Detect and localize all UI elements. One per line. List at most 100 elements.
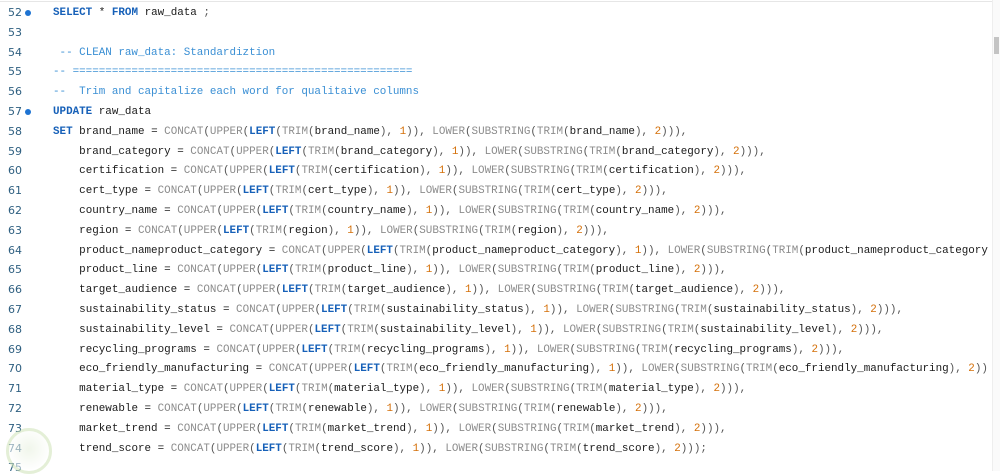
sql-punctuation: ) xyxy=(713,422,721,435)
sql-punctuation: ( xyxy=(216,264,223,277)
code-line: 75 xyxy=(0,458,993,472)
sql-punctuation: , xyxy=(412,264,420,277)
sql-function: TRIM xyxy=(602,284,629,297)
sql-function: TRIM xyxy=(589,145,616,158)
sql-punctuation: ( xyxy=(478,442,485,455)
sql-punctuation: , xyxy=(602,224,609,237)
sql-comment: -- =====================================… xyxy=(53,66,413,79)
sql-punctuation: ( xyxy=(530,284,537,297)
sql-punctuation: ( xyxy=(615,145,622,158)
sql-punctuation: ) xyxy=(700,422,707,435)
sql-punctuation: ) xyxy=(549,304,557,316)
sql-punctuation: , xyxy=(471,145,479,158)
code-token xyxy=(53,383,79,395)
sql-punctuation: ( xyxy=(262,165,269,178)
sql-identifier: product_line xyxy=(79,264,158,277)
sql-identifier: brand_name xyxy=(569,125,635,138)
sql-punctuation: ( xyxy=(602,383,609,396)
sql-punctuation: , xyxy=(425,165,433,178)
sql-function: UPPER xyxy=(242,284,276,297)
code-text: eco_friendly_manufacturing = CONCAT(UPPE… xyxy=(53,359,988,379)
sql-function: TRIM xyxy=(386,363,413,376)
sql-identifier: market_trend xyxy=(79,422,158,435)
sql-punctuation: ) xyxy=(667,125,675,138)
sql-punctuation: ( xyxy=(301,145,308,158)
sql-punctuation: ( xyxy=(177,224,184,237)
sql-identifier: eco_friendly_manufacturing xyxy=(419,363,590,376)
sql-punctuation: ( xyxy=(321,264,328,277)
sql-identifier: region xyxy=(79,224,119,237)
code-token xyxy=(53,423,79,435)
sql-number: 2 xyxy=(968,363,975,376)
sql-punctuation: , xyxy=(837,343,845,356)
breakpoint-dot-icon[interactable] xyxy=(25,10,31,16)
code-line: 55-- ===================================… xyxy=(0,62,993,82)
breakpoint-dot-icon[interactable] xyxy=(25,109,31,115)
sql-identifier: sustainability_status xyxy=(386,304,524,316)
code-text: country_name = CONCAT(UPPER(LEFT(TRIM(co… xyxy=(53,201,726,221)
sql-function: SUBSTRING xyxy=(419,224,479,237)
sql-punctuation: ( xyxy=(308,125,315,138)
sql-punctuation: ( xyxy=(530,125,537,138)
sql-identifier: product_nameproduct_category xyxy=(432,244,616,257)
sql-number: 2 xyxy=(733,145,740,158)
sql-function: CONCAT xyxy=(177,264,217,277)
code-token: = xyxy=(164,422,171,435)
sql-function: CONCAT xyxy=(216,343,256,356)
code-line: 66 target_audience = CONCAT(UPPER(LEFT(T… xyxy=(0,280,993,300)
code-token: = xyxy=(216,323,223,336)
code-token: = xyxy=(144,185,152,198)
sql-function: TRIM xyxy=(314,284,341,297)
sql-punctuation: ) xyxy=(615,185,622,198)
scrollbar-thumb[interactable] xyxy=(994,37,999,54)
sql-punctuation: ( xyxy=(321,205,328,217)
sql-number: 2 xyxy=(693,264,701,277)
sql-function: SUBSTRING xyxy=(471,125,531,138)
sql-punctuation: ( xyxy=(412,224,420,237)
sql-punctuation: ) xyxy=(621,363,629,376)
sql-punctuation: ) xyxy=(733,383,740,396)
sql-punctuation: , xyxy=(412,422,420,435)
sql-function: LOWER xyxy=(458,205,492,217)
sql-number: 1 xyxy=(425,205,433,217)
sql-punctuation: ( xyxy=(288,422,295,435)
sql-punctuation: ( xyxy=(634,343,642,356)
sql-punctuation: ( xyxy=(392,244,400,257)
sql-keyword: LEFT xyxy=(262,422,289,435)
sql-function: CONCAT xyxy=(177,205,217,217)
code-token: = xyxy=(124,224,132,237)
sql-punctuation: , xyxy=(549,323,557,336)
code-line: 56-- Trim and capitalize each word for q… xyxy=(0,82,993,102)
code-text: sustainability_level = CONCAT(UPPER(LEFT… xyxy=(53,320,883,340)
sql-identifier: country_name xyxy=(327,205,407,217)
sql-number: 1 xyxy=(399,125,407,138)
sql-function: SUBSTRING xyxy=(523,145,583,158)
sql-punctuation: ( xyxy=(582,145,590,158)
code-token: = xyxy=(222,304,230,316)
sql-function: TRIM xyxy=(294,205,322,217)
sql-punctuation: ) xyxy=(746,145,753,158)
line-number: 58 xyxy=(8,124,22,138)
sql-function: TRIM xyxy=(294,422,322,435)
sql-punctuation: , xyxy=(837,323,845,336)
sql-punctuation: ( xyxy=(451,185,459,198)
sql-function: TRIM xyxy=(523,403,550,415)
sql-identifier: target_audience xyxy=(347,284,446,297)
vertical-scrollbar[interactable] xyxy=(992,0,1000,471)
sql-number: 1 xyxy=(438,383,446,396)
sql-punctuation: , xyxy=(432,442,439,455)
sql-punctuation: ) xyxy=(713,145,720,158)
line-number: 67 xyxy=(8,303,22,316)
sql-function: TRIM xyxy=(772,244,799,257)
sql-number: 1 xyxy=(530,323,537,336)
sql-keyword: SELECT xyxy=(53,7,93,19)
sql-function: TRIM xyxy=(746,363,773,376)
sql-punctuation: ) xyxy=(648,185,655,198)
code-token xyxy=(53,165,79,177)
sql-function: LOWER xyxy=(432,125,465,138)
sql-punctuation: ) xyxy=(641,403,649,415)
sql-identifier: product_line xyxy=(327,264,407,277)
